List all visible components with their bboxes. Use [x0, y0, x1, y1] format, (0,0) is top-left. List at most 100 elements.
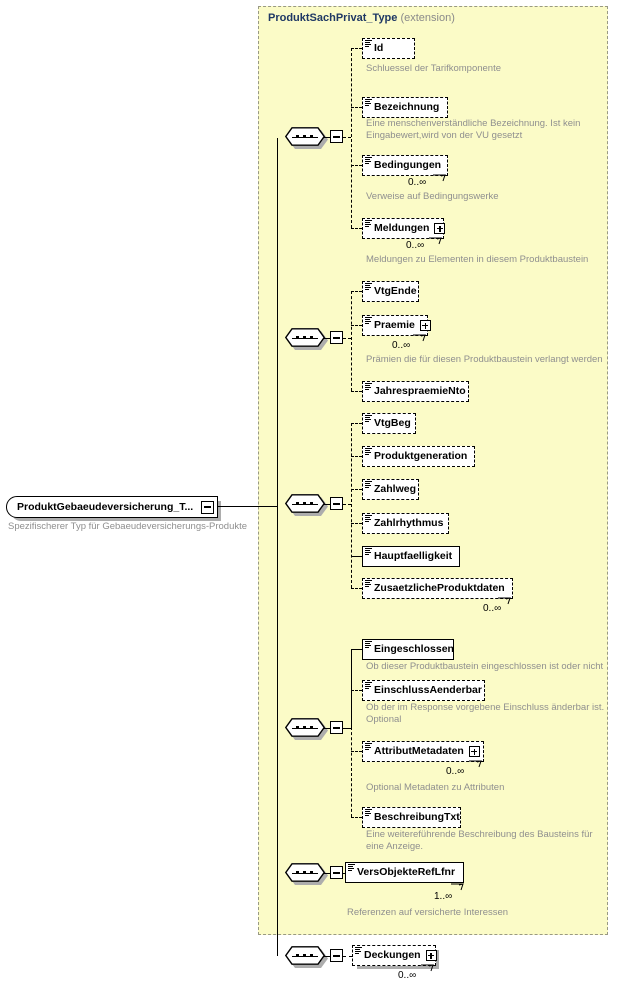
element-eingeschlossen-annotation: Ob dieser Produktbaustein eingeschlossen… — [366, 661, 604, 672]
element-icon — [365, 220, 372, 228]
repeat-arrow-icon — [450, 883, 466, 892]
element-icon — [365, 157, 372, 165]
element-label: Hauptfaelligkeit — [374, 550, 453, 563]
group-3-leg-2 — [351, 456, 362, 457]
root-collapse-toggle[interactable] — [201, 500, 214, 514]
element-jahrespraemienot[interactable]: JahrespraemieNto — [362, 381, 472, 405]
group-5-collapse-toggle[interactable] — [330, 866, 343, 879]
element-id[interactable]: Id — [362, 38, 418, 62]
group-2-collapse-toggle[interactable] — [330, 331, 343, 344]
root-node[interactable]: ProduktGebaeudeversicherung_T... — [6, 496, 221, 521]
group-3-leg-5 — [351, 556, 362, 557]
compositor-5-stub — [324, 872, 330, 874]
group-3-leg-6 — [351, 588, 362, 589]
element-bezeichnung[interactable]: Bezeichnung — [362, 97, 451, 121]
element-attributmetadaten-annotation: Optional Metadaten zu Attributen — [366, 782, 505, 793]
group-2-branch-stub — [343, 337, 351, 339]
element-attributmetadaten[interactable]: AttributMetadaten — [362, 741, 487, 765]
element-einschlussaenderbar[interactable]: EinschlussAenderbar — [362, 680, 488, 704]
repeat-arrow-icon — [497, 597, 513, 606]
compositor-2-stub — [324, 337, 330, 339]
element-icon — [365, 682, 372, 690]
minus-icon — [333, 135, 340, 138]
group-1-leg-4 — [351, 228, 362, 229]
root-connector-line — [218, 506, 277, 507]
element-beschreibungtxt[interactable]: BeschreibungTxt — [362, 807, 464, 831]
group-6-collapse-toggle[interactable] — [330, 949, 343, 962]
element-bedingungen[interactable]: Bedingungen — [362, 155, 451, 179]
repeat-arrow-icon — [420, 964, 436, 973]
element-versobjekterefl fnr[interactable]: VersObjekteRefLfnr — [345, 862, 467, 886]
element-label: VtgBeg — [374, 417, 411, 430]
element-deckungen[interactable]: Deckungen — [352, 945, 439, 969]
element-icon — [365, 40, 372, 48]
group-4-branch-spine-lower — [351, 727, 352, 817]
sequence-compositor-group-4[interactable] — [285, 718, 331, 740]
sequence-compositor-group-1[interactable] — [285, 127, 331, 149]
element-deckungen-cardinality: 0..∞ — [398, 970, 417, 981]
element-icon — [348, 864, 355, 872]
element-hauptfaelligkeit[interactable]: Hauptfaelligkeit — [362, 546, 463, 570]
sequence-compositor-group-5[interactable] — [285, 863, 331, 885]
element-beschreibungtxt-annotation: Eine weitereführende Beschreibung des Ba… — [366, 829, 593, 852]
expand-plus-icon[interactable] — [425, 950, 437, 961]
element-vtgbeg[interactable]: VtgBeg — [362, 413, 419, 437]
sequence-compositor-group-2[interactable] — [285, 328, 331, 350]
element-zahlrhythmus[interactable]: Zahlrhythmus — [362, 513, 452, 537]
element-bedingungen-cardinality: 0..∞ — [408, 177, 427, 188]
element-label: VersObjekteRefLfnr — [357, 866, 456, 879]
minus-icon — [333, 502, 340, 505]
group-1-branch-spine — [351, 48, 352, 228]
element-praemie-cardinality: 0..∞ — [392, 340, 411, 351]
element-label: Produktgeneration — [374, 450, 468, 463]
element-produktgeneration[interactable]: Produktgeneration — [362, 446, 478, 470]
element-attributmetadaten-cardinality: 0..∞ — [446, 766, 465, 777]
element-praemie[interactable]: Praemie — [362, 315, 431, 339]
element-icon — [365, 317, 372, 325]
expand-plus-icon[interactable] — [419, 320, 431, 331]
element-icon — [365, 448, 372, 456]
sequence-dots-icon — [294, 135, 316, 138]
sequence-dots-icon — [294, 502, 316, 505]
element-label: Deckungen — [364, 949, 421, 962]
element-icon — [365, 580, 372, 588]
element-label: Id — [374, 42, 384, 55]
group-5-leg-1 — [343, 872, 345, 874]
element-icon — [365, 481, 372, 489]
element-icon — [365, 641, 372, 649]
group-1-leg-1 — [351, 48, 362, 49]
element-label: Bezeichnung — [374, 101, 440, 114]
group-1-leg-2 — [351, 107, 362, 108]
group-2-leg-2 — [351, 325, 362, 326]
element-meldungen[interactable]: Meldungen — [362, 218, 447, 242]
element-zahlweg[interactable]: Zahlweg — [362, 479, 422, 503]
element-zusaetzlicheproduktdaten-cardinality: 0..∞ — [483, 603, 502, 614]
expand-plus-icon[interactable] — [468, 746, 480, 757]
main-trunk-line — [277, 138, 278, 956]
sequence-dots-icon — [294, 726, 316, 729]
compositor-outline-icon — [285, 718, 325, 737]
element-label: BeschreibungTxt — [374, 811, 460, 824]
element-zusaetzlicheproduktdaten[interactable]: ZusaetzlicheProduktdaten — [362, 578, 516, 602]
group-3-collapse-toggle[interactable] — [330, 497, 343, 510]
element-icon — [365, 383, 372, 391]
element-bedingungen-annotation: Verweise auf Bedingungswerke — [366, 191, 499, 202]
group-4-branch-stub — [343, 727, 351, 729]
minus-icon — [204, 506, 211, 508]
element-icon — [365, 415, 372, 423]
element-eingeschlossen[interactable]: Eingeschlossen — [362, 639, 457, 663]
expand-plus-icon[interactable] — [434, 223, 446, 234]
minus-icon — [333, 336, 340, 339]
sequence-compositor-group-6[interactable] — [285, 946, 331, 968]
repeat-arrow-icon — [412, 334, 428, 343]
element-label: Zahlrhythmus — [374, 517, 444, 530]
element-icon — [365, 283, 372, 291]
element-label: JahrespraemieNto — [374, 385, 466, 398]
group-4-collapse-toggle[interactable] — [330, 721, 343, 734]
element-vtgende[interactable]: VtgEnde — [362, 281, 422, 305]
group-1-leg-3 — [351, 165, 362, 166]
element-label: Bedingungen — [374, 159, 442, 172]
minus-icon — [333, 871, 340, 874]
sequence-compositor-group-3[interactable] — [285, 494, 331, 516]
group-1-collapse-toggle[interactable] — [330, 130, 343, 143]
